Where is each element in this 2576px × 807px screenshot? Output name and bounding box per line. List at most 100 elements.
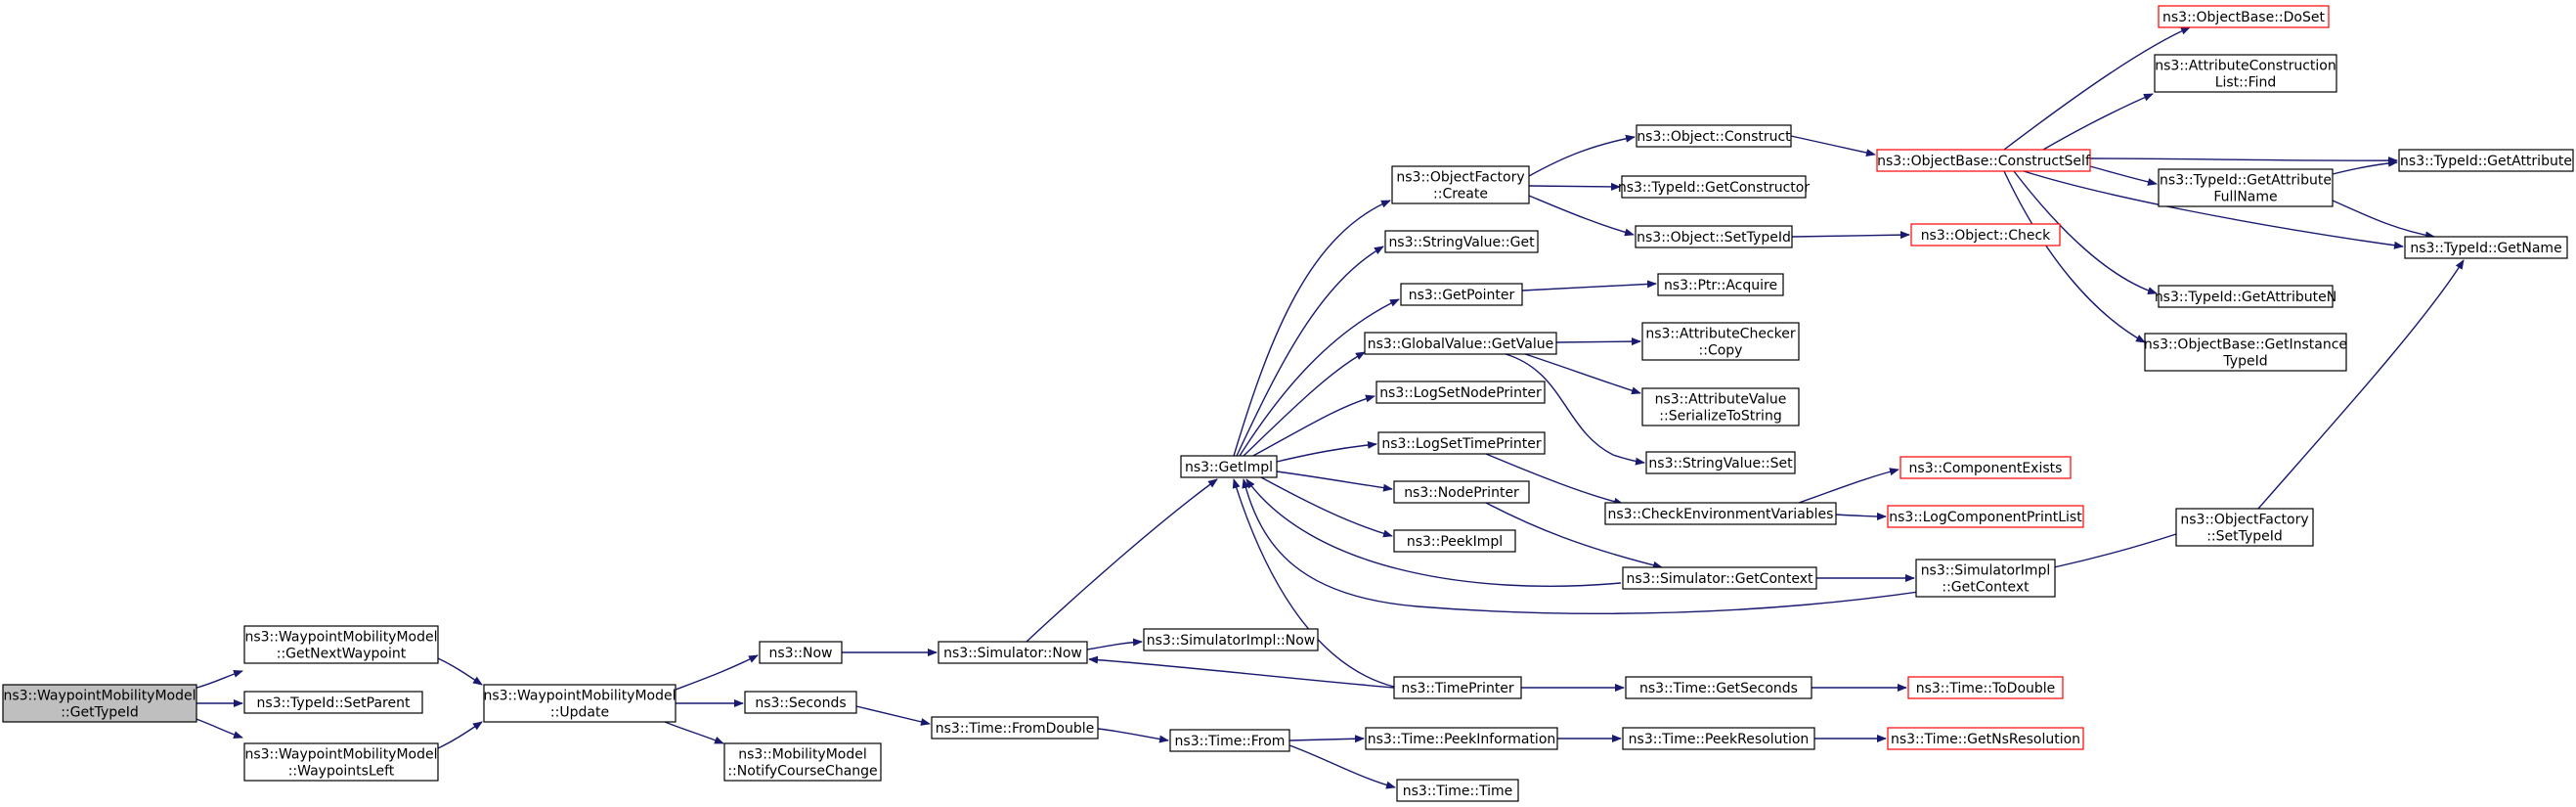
node-componentExists[interactable]: ns3::ComponentExists [1899,456,2072,479]
edge-objFactoryCreate-to-getConstructor [1528,182,1621,191]
node-fromDouble[interactable]: ns3::Time::FromDouble [931,716,1099,740]
edge-objFactoryCreate-to-objectConstruct [1528,134,1636,177]
node-label: ::GetNextWaypoint [277,647,407,662]
node-label: ::NotifyCourseChange [727,764,877,780]
edge-objectFactorySetTypeId-to-getName [2257,259,2465,510]
node-toDouble[interactable]: ns3::Time::ToDouble [1907,676,2064,699]
node-box [1393,676,1522,699]
node-box [2154,54,2337,93]
node-label: ns3::Time::PeekInformation [1368,732,1556,747]
node-label: ns3::SimulatorImpl::Now [1147,633,1316,649]
node-box [1907,676,2064,699]
node-box [1396,779,1519,802]
node-stringValueSet[interactable]: ns3::StringValue::Set [1645,451,1796,474]
node-peekInformation[interactable]: ns3::Time::PeekInformation [1365,727,1558,750]
node-label: ns3::WaypointMobilityModel [483,689,676,704]
node-getAttributeN[interactable]: ns3::TypeId::GetAttributeN [2155,285,2336,308]
node-peekResolution[interactable]: ns3::Time::PeekResolution [1622,727,1815,750]
node-seconds[interactable]: ns3::Seconds [744,691,857,714]
node-label: FullName [2213,190,2277,205]
node-box [1625,676,1812,699]
node-box [1636,124,1792,148]
node-logSetNodePrinter[interactable]: ns3::LogSetNodePrinter [1375,381,1546,404]
node-setParent[interactable]: ns3::TypeId::SetParent [243,691,423,714]
node-label: ::SetTypeId [2206,529,2283,545]
node-getConstructor[interactable]: ns3::TypeId::GetConstructor [1618,175,1810,199]
node-ptrAcquire[interactable]: ns3::Ptr::Acquire [1657,273,1784,296]
node-globalValueGetValue[interactable]: ns3::GlobalValue::GetValue [1364,332,1557,355]
node-objectConstruct[interactable]: ns3::Object::Construct [1636,124,1792,148]
node-box [1915,559,2056,598]
node-getPointer[interactable]: ns3::GetPointer [1400,283,1523,306]
node-simImplNow[interactable]: ns3::SimulatorImpl::Now [1143,628,1319,651]
node-simGetContext[interactable]: ns3::Simulator::GetContext [1622,566,1817,590]
node-label: ns3::Simulator::GetContext [1626,571,1813,587]
node-objectSetTypeId[interactable]: ns3::Object::SetTypeId [1635,225,1793,248]
node-box [243,742,439,782]
node-label: ns3::NodePrinter [1404,485,1519,501]
node-getNsResolution[interactable]: ns3::Time::GetNsResolution [1887,727,2084,750]
node-box [1384,230,1539,253]
edge-getImpl-to-objFactoryCreate [1233,200,1391,457]
node-label: ns3::ObjectBase::ConstructSelf [1877,154,2091,169]
node-timeFrom[interactable]: ns3::Time::From [1169,729,1290,752]
node-box [1364,332,1557,355]
node-waypointsLeft[interactable]: ns3::WaypointMobilityModel::WaypointsLef… [243,742,439,782]
node-constructSelf[interactable]: ns3::ObjectBase::ConstructSelf [1876,149,2091,172]
node-label: ns3::Now [769,646,833,661]
node-label: ns3::MobilityModel [738,747,867,763]
node-simImplGetContext[interactable]: ns3::SimulatorImpl::GetContext [1915,559,2056,598]
node-doSet[interactable]: ns3::ObjectBase::DoSet [2158,5,2330,28]
node-logSetTimePrinter[interactable]: ns3::LogSetTimePrinter [1377,431,1546,455]
node-stringValueGet[interactable]: ns3::StringValue::Get [1384,230,1539,253]
node-logComponentPrintList[interactable]: ns3::LogComponentPrintList [1887,505,2084,528]
node-notifyCourseChange[interactable]: ns3::MobilityModel::NotifyCourseChange [723,742,882,782]
edge-objFactoryCreate-to-objectSetTypeId [1528,195,1635,237]
node-label: ns3::TimePrinter [1401,681,1514,696]
node-timeTime[interactable]: ns3::Time::Time [1396,779,1519,802]
node-box [1391,165,1530,204]
node-box [2158,285,2334,308]
node-update[interactable]: ns3::WaypointMobilityModel::Update [483,684,677,723]
node-objFactoryCreate[interactable]: ns3::ObjectFactory::Create [1391,165,1530,204]
node-label: ns3::TypeId::GetConstructor [1618,180,1810,196]
node-objectCheck[interactable]: ns3::Object::Check [1910,223,2061,247]
node-nodePrinter[interactable]: ns3::NodePrinter [1393,480,1530,504]
node-label: ::WaypointsLeft [288,764,395,780]
node-box [1393,480,1530,504]
node-getTypeId[interactable]: ns3::WaypointMobilityModel::GetTypeId [2,684,197,723]
node-box [2,684,197,723]
edge-constructSelf-to-getAttributeN [2013,170,2158,295]
node-simNow[interactable]: ns3::Simulator::Now [938,641,1088,664]
node-label: ns3::AttributeConstruction [2155,59,2336,74]
node-box [1899,456,2072,479]
node-box [1621,175,1807,199]
node-getName[interactable]: ns3::TypeId::GetName [2404,236,2568,259]
node-label: ::GetContext [1942,580,2030,596]
node-checkEnvVars[interactable]: ns3::CheckEnvironmentVariables [1604,502,1837,525]
node-label: ns3::Object::SetTypeId [1637,230,1791,246]
node-timeGetSeconds[interactable]: ns3::Time::GetSeconds [1625,676,1812,699]
node-label: ns3::ObjectBase::GetInstance [2144,337,2347,353]
node-getNextWaypoint[interactable]: ns3::WaypointMobilityModel::GetNextWaypo… [243,625,439,664]
node-getAttribute[interactable]: ns3::TypeId::GetAttribute [2398,149,2574,172]
edge-globalValueGetValue-to-stringValueSet [1505,353,1645,466]
node-getImpl[interactable]: ns3::GetImpl [1180,455,1278,478]
edge-globalValueGetValue-to-attrCheckerCopy [1555,337,1641,346]
node-label: ns3::Time::GetNsResolution [1891,732,2080,747]
node-attrCheckerCopy[interactable]: ns3::AttributeChecker::Copy [1641,322,1800,361]
edge-getImpl-to-getPointer [1239,298,1400,457]
node-timePrinter[interactable]: ns3::TimePrinter [1393,676,1522,699]
node-box [938,641,1088,664]
node-now[interactable]: ns3::Now [759,641,843,664]
node-label: ns3::Time::From [1175,734,1286,749]
node-objectFactorySetTypeId[interactable]: ns3::ObjectFactory::SetTypeId [2175,508,2314,547]
node-peekImpl[interactable]: ns3::PeekImpl [1393,529,1516,553]
node-box [1887,727,2084,750]
node-box [931,716,1099,740]
node-attrValueSerialize[interactable]: ns3::AttributeValue::SerializeToString [1641,387,1800,426]
